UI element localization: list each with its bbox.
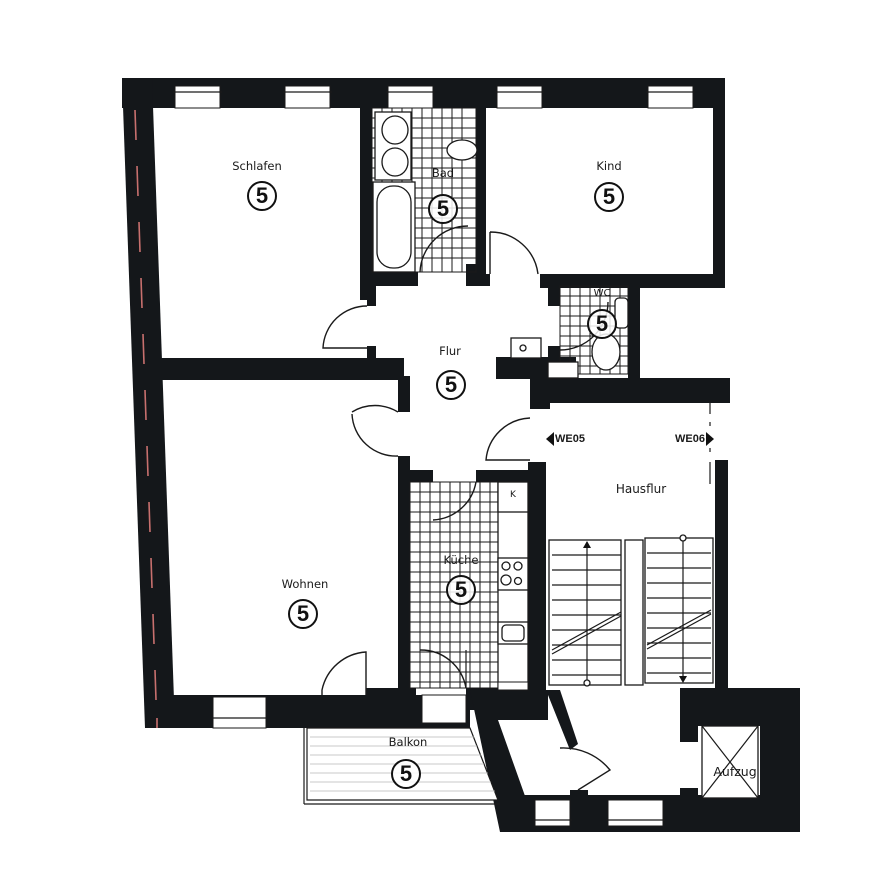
room-badge-flur: 5 [436,370,466,400]
arrow-right-icon [706,432,714,446]
room-label-balkon: Balkon [388,735,428,749]
unit-marker-we06: WE06 [675,433,705,445]
room-badge-kueche: 5 [446,575,476,605]
arrow-left-icon [546,432,554,446]
room-label-aufzug: Aufzug [713,764,757,779]
unit-marker-we05: WE05 [555,433,585,445]
room-label-wc: WC [593,288,611,299]
room-badge-schlafen: 5 [247,181,277,211]
room-label-kind: Kind [596,159,622,173]
left-wall-marking [134,109,158,728]
room-badge-wc: 5 [587,309,617,339]
bad-tiles [371,107,478,273]
room-badge-bad: 5 [428,194,458,224]
kitchen-fridge-label: K [510,490,516,500]
room-label-flur: Flur [439,344,461,358]
walls [122,78,800,832]
room-badge-kind: 5 [594,182,624,212]
staircase [548,534,714,687]
room-label-hausflur: Hausflur [615,482,667,496]
room-label-schlafen: Schlafen [232,159,282,173]
room-badge-wohnen: 5 [288,599,318,629]
room-badge-balkon: 5 [391,759,421,789]
doors [321,231,612,791]
room-label-bad: Bad [431,166,455,180]
room-label-kueche: Küche [443,553,479,567]
windows [173,85,695,827]
elevator-shaft [701,725,759,799]
room-label-wohnen: Wohnen [281,577,329,591]
kueche-tiles [409,481,529,691]
